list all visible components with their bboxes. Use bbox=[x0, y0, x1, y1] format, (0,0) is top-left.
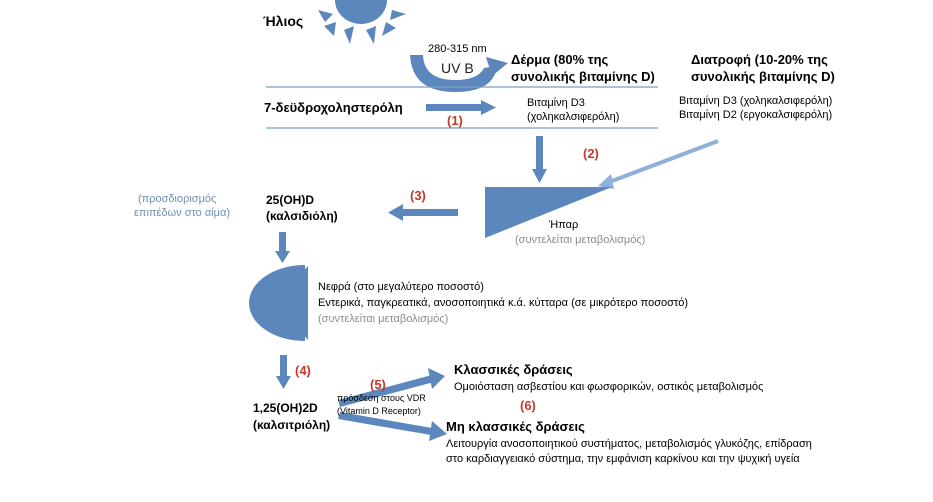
arrow-to-nonclassic bbox=[338, 412, 447, 441]
kidney-label-line2: Εντερικά, παγκρεατικά, ανοσοποιητικά κ.ά… bbox=[318, 297, 689, 309]
nonclassic-actions-desc-line1: Λειτουργία ανοσοποιητικού συστήματος, με… bbox=[446, 438, 812, 450]
diet-label-line1: Διατροφή (10-20% της bbox=[691, 52, 828, 67]
step-5-label: (5) bbox=[370, 377, 386, 392]
diet-label-line2: συνολικής βιταμίνης D) bbox=[691, 69, 835, 84]
precursor-label: 7-δεϋδροχοληστερόλη bbox=[264, 100, 403, 115]
diet-d2-label: Βιταμίνη D2 (εργοκαλσιφερόλη) bbox=[679, 109, 833, 121]
liver-label: Ήπαρ bbox=[549, 219, 579, 231]
arrow-calcidiol-to-kidney bbox=[275, 232, 290, 263]
nonclassic-actions-title: Μη κλασσικές δράσεις bbox=[446, 419, 585, 434]
wavelength-label: 280-315 nm bbox=[428, 43, 487, 55]
arrow-step-2 bbox=[598, 139, 719, 189]
vdr-label-line2: (Vitamin D Receptor) bbox=[337, 406, 421, 416]
step-2-label: (2) bbox=[583, 146, 599, 161]
arrow-step-3 bbox=[388, 204, 458, 221]
arrow-to-classic bbox=[338, 368, 445, 407]
diet-d3-label: Βιταμίνη D3 (χοληκαλσιφερόλη) bbox=[679, 95, 833, 107]
kidney-note: (συντελείται μεταβολισμός) bbox=[318, 313, 449, 325]
uvb-label: UV B bbox=[441, 60, 474, 76]
sun-label: Ήλιος bbox=[263, 13, 304, 29]
blood-note-line1: (προσδιορισμός bbox=[138, 193, 217, 205]
vitamin-d3-label-line1: Βιταμίνη D3 bbox=[527, 97, 585, 109]
calcidiol-label-line1: 25(OH)D bbox=[266, 193, 315, 207]
uvb-curved-arrow bbox=[410, 55, 508, 92]
step-4-label: (4) bbox=[295, 363, 311, 378]
step-1-label: (1) bbox=[447, 113, 463, 128]
calcidiol-label-line2: (καλσιδιόλη) bbox=[266, 209, 338, 223]
vitamin-d3-label-line2: (χοληκαλσιφερόλη) bbox=[527, 111, 620, 123]
kidney-label-line1: Νεφρά (στο μεγαλύτερο ποσοστό) bbox=[318, 281, 484, 293]
calcitriol-label-line2: (καλσιτριόλη) bbox=[253, 418, 331, 432]
arrow-step-4 bbox=[276, 355, 291, 389]
liver-shape bbox=[485, 187, 612, 238]
classic-actions-title: Κλασσικές δράσεις bbox=[454, 362, 573, 377]
kidney-shape-body bbox=[249, 265, 305, 341]
arrow-step-1 bbox=[426, 100, 496, 115]
vdr-label-line1: πρόσδεση στους VDR bbox=[337, 393, 426, 403]
arrow-d3-to-liver bbox=[532, 136, 547, 183]
step-3-label: (3) bbox=[410, 188, 426, 203]
blood-note-line2: επιπέδων στο αίμα) bbox=[134, 207, 231, 219]
calcitriol-label-line1: 1,25(OH)2D bbox=[253, 401, 318, 415]
sun-icon bbox=[318, 0, 406, 44]
liver-note: (συντελείται μεταβολισμός) bbox=[515, 234, 646, 246]
classic-actions-desc: Ομοιόσταση ασβεστίου και φωσφορικών, οστ… bbox=[454, 381, 764, 393]
skin-label-line1: Δέρμα (80% της bbox=[511, 52, 609, 67]
step-6-label: (6) bbox=[520, 398, 536, 413]
nonclassic-actions-desc-line2: στο καρδιαγγειακό σύστημα, την εμφάνιση … bbox=[446, 453, 800, 465]
skin-label-line2: συνολικής βιταμίνης D) bbox=[511, 69, 655, 84]
